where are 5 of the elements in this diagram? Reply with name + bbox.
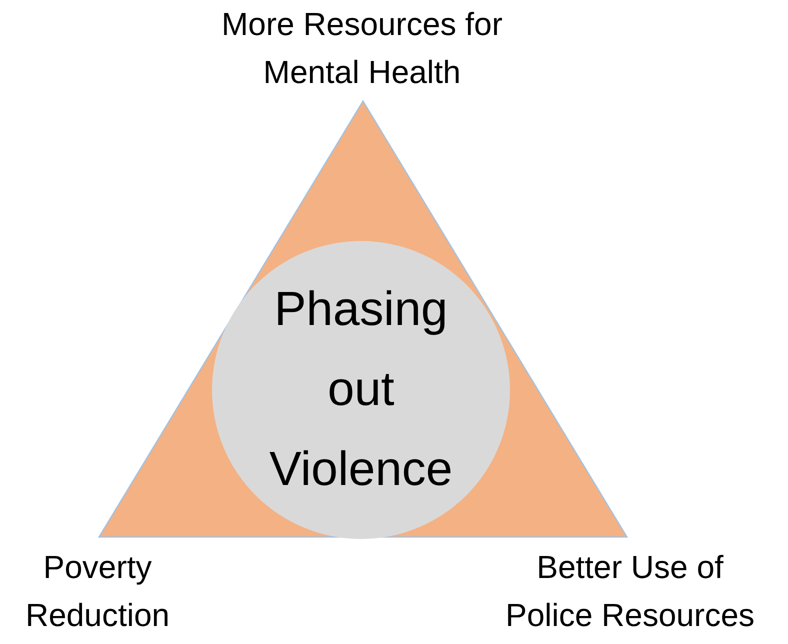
node-text: Phasing out Violence [268, 282, 454, 498]
corner-label: Better Use of Police Resources [504, 548, 756, 635]
triangle-shape [98, 100, 628, 538]
corner-label: Poverty Reduction [24, 548, 171, 635]
corner-label: More Resources for Mental Health [220, 5, 504, 92]
